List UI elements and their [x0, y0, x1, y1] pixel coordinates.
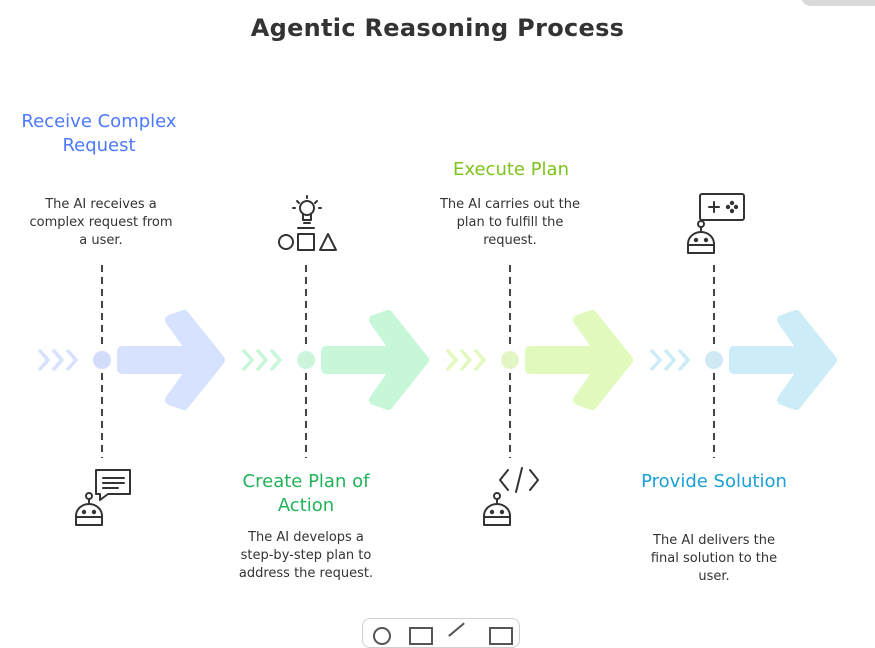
- timeline-dot-3: [703, 349, 725, 371]
- arrow-icon-0: [117, 310, 225, 410]
- chevron-icon: [650, 349, 662, 371]
- timeline-dot-2: [499, 349, 521, 371]
- diagram-title: Agentic Reasoning Process: [250, 14, 625, 42]
- chevron-icon: [38, 349, 50, 371]
- robot-code-icon: [483, 467, 539, 526]
- step-title-provide-solution: Provide Solution: [641, 471, 787, 492]
- robot-gamepad-icon: [687, 193, 745, 254]
- chevron-icon: [66, 349, 78, 371]
- chevron-icon: [664, 349, 676, 371]
- step-desc-execute-plan: The AI carries out the plan to fulfill t…: [439, 197, 581, 248]
- robot-chat-icon: [75, 469, 131, 526]
- arrow-icon-3: [729, 310, 837, 410]
- chevron-icon: [678, 349, 690, 371]
- arrow-icon-2: [525, 310, 633, 410]
- chevron-icon: [460, 349, 472, 371]
- step-title-execute-plan: Execute Plan: [453, 159, 569, 180]
- corner-tab: [801, 0, 875, 6]
- zoom-icon[interactable]: [373, 627, 391, 645]
- lightbulb-shapes-icon: [278, 195, 337, 251]
- step-title-receive-request: Receive Complex Request: [21, 111, 177, 156]
- frame-icon[interactable]: [409, 627, 433, 645]
- chevron-icon: [256, 349, 268, 371]
- chevron-icon: [242, 349, 254, 371]
- timeline-dot-0: [91, 349, 113, 371]
- chevron-icon: [270, 349, 282, 371]
- bottom-toolbar: [362, 618, 520, 648]
- step-desc-create-plan: The AI develops a step-by-step plan to a…: [238, 530, 374, 581]
- step-title-create-plan: Create Plan of Action: [242, 471, 370, 516]
- chevron-icon: [52, 349, 64, 371]
- timeline-dot-1: [295, 349, 317, 371]
- chevron-icon: [446, 349, 458, 371]
- edit-icon[interactable]: [448, 622, 474, 648]
- timeline: [38, 265, 837, 458]
- step-desc-provide-solution: The AI delivers the final solution to th…: [650, 533, 778, 584]
- step-desc-receive-request: The AI receives a complex request from a…: [29, 197, 173, 248]
- chevron-icon: [474, 349, 486, 371]
- arrow-icon-1: [321, 310, 429, 410]
- panel-icon[interactable]: [489, 627, 513, 645]
